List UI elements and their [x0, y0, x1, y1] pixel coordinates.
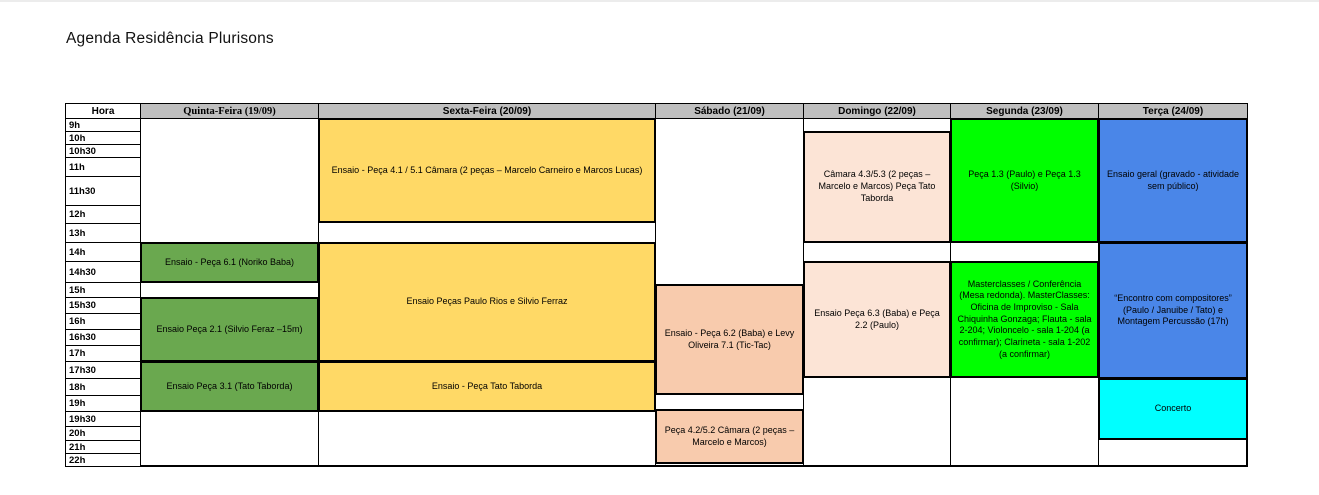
time-row-18h: 18h — [65, 378, 141, 396]
event-block: Masterclasses / Conferência (Mesa redond… — [950, 261, 1099, 378]
time-row-19h30: 19h30 — [65, 411, 141, 427]
event-block: Ensaio - Peça Tato Taborda — [318, 361, 656, 412]
time-row-16h30: 16h30 — [65, 329, 141, 346]
event-block: Peça 4.2/5.2 Câmara (2 peças – Marcelo e… — [655, 409, 804, 464]
event-block: Ensaio Peça 6.3 (Baba) e Peça 2.2 (Paulo… — [803, 261, 951, 378]
event-block: Ensaio - Peça 6.1 (Noriko Baba) — [140, 242, 319, 283]
header-domingo: Domingo (22/09) — [803, 103, 951, 119]
header-quinta: Quinta-Feira (19/09) — [140, 103, 319, 119]
event-block: Ensaio - Peça 4.1 / 5.1 Câmara (2 peças … — [318, 118, 656, 223]
time-row-12h: 12h — [65, 205, 141, 224]
time-row-19h: 19h — [65, 395, 141, 412]
page-top-divider — [0, 0, 1319, 2]
time-row-15h: 15h — [65, 282, 141, 298]
event-block: Ensaio Peça 3.1 (Tato Taborda) — [140, 361, 319, 412]
event-block: Ensaio Peças Paulo Rios e Silvio Ferraz — [318, 242, 656, 362]
time-row-9h: 9h — [65, 118, 141, 132]
event-block: “Encontro com compositores” (Paulo / Jan… — [1098, 242, 1248, 379]
header-hora: Hora — [65, 103, 141, 119]
time-row-10h: 10h — [65, 131, 141, 145]
event-block: Ensaio Peça 2.1 (Silvio Feraz –15m) — [140, 297, 319, 362]
time-row-16h: 16h — [65, 313, 141, 330]
event-block: Ensaio - Peça 6.2 (Baba) e Levy Oliveira… — [655, 284, 804, 395]
time-row-21h: 21h — [65, 440, 141, 454]
header-segunda: Segunda (23/09) — [950, 103, 1099, 119]
event-block: Concerto — [1098, 378, 1248, 440]
time-row-20h: 20h — [65, 426, 141, 441]
time-row-11h30: 11h30 — [65, 176, 141, 206]
time-row-17h30: 17h30 — [65, 361, 141, 379]
time-row-22h: 22h — [65, 453, 141, 467]
time-row-14h: 14h — [65, 242, 141, 262]
time-row-11h: 11h — [65, 157, 141, 177]
page-title: Agenda Residência Plurisons — [66, 30, 274, 47]
event-block: Peça 1.3 (Paulo) e Peça 1.3 (Silvio) — [950, 118, 1099, 243]
time-row-14h30: 14h30 — [65, 261, 141, 283]
time-row-13h: 13h — [65, 223, 141, 243]
header-sabado: Sábado (21/09) — [655, 103, 804, 119]
header-sexta: Sexta-Feira (20/09) — [318, 103, 656, 119]
event-block: Câmara 4.3/5.3 (2 peças – Marcelo e Marc… — [803, 131, 951, 243]
event-block: Ensaio geral (gravado - atividade sem pú… — [1098, 118, 1248, 243]
time-row-17h: 17h — [65, 345, 141, 362]
time-row-15h30: 15h30 — [65, 297, 141, 314]
time-row-10h30: 10h30 — [65, 144, 141, 158]
header-terca: Terça (24/09) — [1098, 103, 1248, 119]
